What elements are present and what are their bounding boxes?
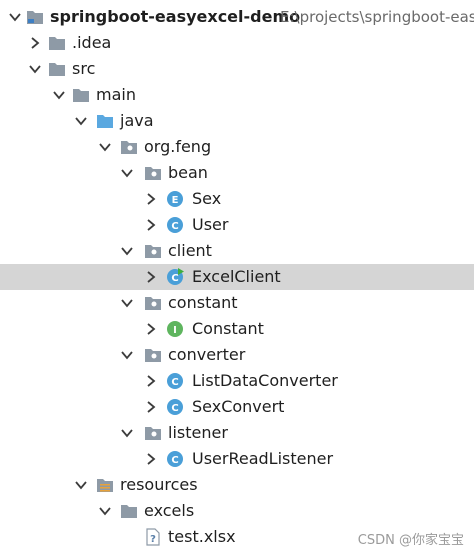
tree-item-label: User — [192, 215, 229, 234]
tree-row-client[interactable]: client — [0, 238, 474, 264]
svg-text:C: C — [171, 273, 178, 284]
class-icon: C — [166, 398, 184, 416]
tree-row-sex-convert[interactable]: C SexConvert — [0, 394, 474, 420]
runnable-class-icon: C — [166, 268, 184, 286]
package-icon — [144, 424, 162, 442]
folder-icon — [120, 502, 138, 520]
class-icon: C — [166, 216, 184, 234]
chevron-right-icon[interactable] — [144, 186, 158, 212]
package-icon — [144, 164, 162, 182]
tree-row-org-feng[interactable]: org.feng — [0, 134, 474, 160]
tree-row-converter[interactable]: converter — [0, 342, 474, 368]
svg-text:C: C — [171, 455, 178, 466]
tree-row-root[interactable]: springboot-easyexcel-demo E:\projects\sp… — [0, 4, 474, 30]
tree-item-label: listener — [168, 423, 228, 442]
tree-item-label: UserReadListener — [192, 449, 334, 468]
tree-item-label: Sex — [192, 189, 222, 208]
tree-item-label: excels — [144, 501, 195, 520]
folder-icon — [48, 34, 66, 52]
tree-row-excels[interactable]: excels — [0, 498, 474, 524]
tree-item-label: SexConvert — [192, 397, 285, 416]
tree-row-src[interactable]: src — [0, 56, 474, 82]
chevron-right-icon[interactable] — [144, 446, 158, 472]
tree-item-label: resources — [120, 475, 198, 494]
chevron-right-icon[interactable] — [144, 264, 158, 290]
chevron-down-icon[interactable] — [52, 82, 66, 108]
tree-row-resources[interactable]: resources — [0, 472, 474, 498]
tree-row-listener[interactable]: listener — [0, 420, 474, 446]
package-icon — [144, 346, 162, 364]
package-icon — [144, 242, 162, 260]
unknown-file-icon: ? — [144, 528, 162, 546]
tree-row-constant[interactable]: I Constant — [0, 316, 474, 342]
chevron-right-icon[interactable] — [144, 394, 158, 420]
tree-item-label: java — [120, 111, 154, 130]
chevron-right-icon[interactable] — [144, 368, 158, 394]
folder-icon — [48, 60, 66, 78]
chevron-right-icon[interactable] — [144, 212, 158, 238]
tree-row-excel-client[interactable]: C ExcelClient — [0, 264, 474, 290]
tree-row-list-data-converter[interactable]: C ListDataConverter — [0, 368, 474, 394]
enum-icon: E — [166, 190, 184, 208]
svg-text:C: C — [171, 221, 178, 232]
package-icon — [144, 294, 162, 312]
tree-item-label: src — [72, 59, 96, 78]
chevron-down-icon[interactable] — [8, 4, 22, 30]
tree-row-bean[interactable]: bean — [0, 160, 474, 186]
tree-row-sex[interactable]: E Sex — [0, 186, 474, 212]
chevron-down-icon[interactable] — [28, 56, 42, 82]
package-icon — [120, 138, 138, 156]
tree-row-main[interactable]: main — [0, 82, 474, 108]
folder-icon — [72, 86, 90, 104]
chevron-down-icon[interactable] — [120, 420, 134, 446]
project-name: springboot-easyexcel-demo — [50, 7, 301, 26]
tree-item-label: .idea — [72, 33, 112, 52]
chevron-down-icon[interactable] — [120, 238, 134, 264]
chevron-down-icon[interactable] — [98, 134, 112, 160]
tree-item-label: constant — [168, 293, 238, 312]
chevron-down-icon[interactable] — [120, 290, 134, 316]
svg-text:?: ? — [150, 534, 156, 545]
tree-item-label: converter — [168, 345, 246, 364]
svg-text:I: I — [173, 325, 177, 336]
svg-text:C: C — [171, 377, 178, 388]
svg-text:C: C — [171, 403, 178, 414]
chevron-right-icon[interactable] — [144, 316, 158, 342]
tree-item-label: Constant — [192, 319, 264, 338]
tree-item-label: bean — [168, 163, 208, 182]
tree-item-label: main — [96, 85, 136, 104]
chevron-down-icon[interactable] — [98, 498, 112, 524]
svg-text:E: E — [172, 195, 179, 206]
project-folder-icon — [26, 8, 44, 26]
tree-item-label: ExcelClient — [192, 267, 281, 286]
tree-row-java[interactable]: java — [0, 108, 474, 134]
tree-row-test-xlsx[interactable]: ? test.xlsx — [0, 524, 474, 550]
tree-row-idea[interactable]: .idea — [0, 30, 474, 56]
class-icon: C — [166, 372, 184, 390]
chevron-down-icon[interactable] — [120, 342, 134, 368]
interface-icon: I — [166, 320, 184, 338]
tree-row-user-read-listener[interactable]: C UserReadListener — [0, 446, 474, 472]
class-icon: C — [166, 450, 184, 468]
tree-row-user[interactable]: C User — [0, 212, 474, 238]
chevron-down-icon[interactable] — [74, 108, 88, 134]
project-path: E:\projects\springboot-easye — [280, 8, 474, 26]
chevron-down-icon[interactable] — [120, 160, 134, 186]
tree-item-label: org.feng — [144, 137, 212, 156]
tree-row-constant-package[interactable]: constant — [0, 290, 474, 316]
tree-item-label: client — [168, 241, 212, 260]
source-folder-icon — [96, 112, 114, 130]
resources-folder-icon — [96, 476, 114, 494]
watermark: CSDN @你家宝宝 — [357, 533, 464, 548]
chevron-right-icon[interactable] — [28, 30, 42, 56]
tree-item-label: ListDataConverter — [192, 371, 338, 390]
chevron-down-icon[interactable] — [74, 472, 88, 498]
tree-item-label: test.xlsx — [168, 527, 236, 546]
